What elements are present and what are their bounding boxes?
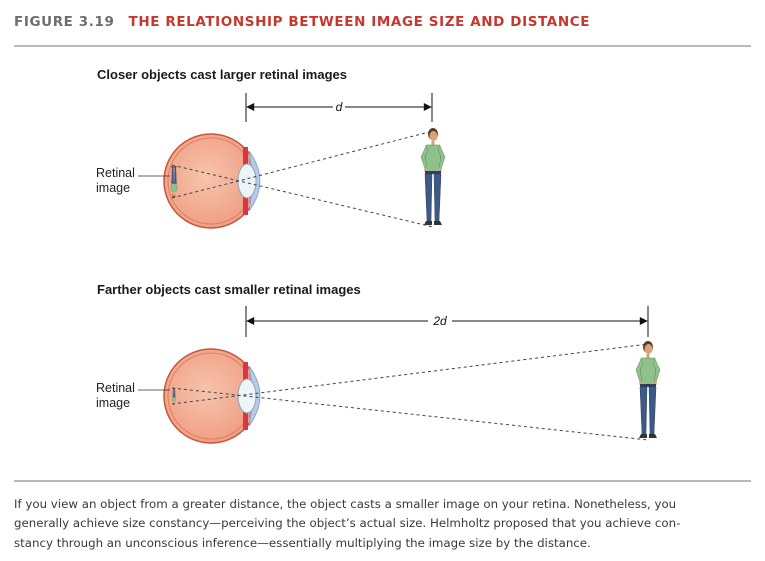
panel-2-person bbox=[635, 340, 661, 439]
panel-2-title: Farther objects cast smaller retinal ima… bbox=[97, 282, 361, 297]
panel-2-sightline-bottom bbox=[171, 387, 649, 441]
panel-1-title: Closer objects cast larger retinal image… bbox=[97, 67, 347, 82]
panel-1-person bbox=[420, 127, 446, 226]
panel-2-distance-label: 2d bbox=[432, 314, 447, 328]
panel-1-sightline-bottom bbox=[171, 164, 434, 228]
caption-line-1: If you view an object from a greater dis… bbox=[14, 497, 677, 511]
panel-1-sightline-top bbox=[171, 130, 434, 199]
retinal-label-line-2: image bbox=[96, 396, 131, 410]
panel-1-retinal-label: Retinal image bbox=[96, 166, 135, 196]
panel-2-sightline-top bbox=[171, 343, 649, 405]
retinal-label-line-2: image bbox=[96, 181, 131, 195]
figure-number: FIGURE 3.19 bbox=[14, 14, 115, 30]
bottom-rule bbox=[14, 480, 751, 482]
figure-header: FIGURE 3.19 THE RELATIONSHIP BETWEEN IMAG… bbox=[14, 14, 590, 30]
caption-line-3: stancy through an unconscious inference—… bbox=[14, 535, 591, 550]
panel-1-distance-label: d bbox=[336, 100, 343, 114]
retinal-label-line-1: Retinal bbox=[96, 381, 135, 395]
top-rule bbox=[14, 45, 751, 47]
panel-1-eye bbox=[163, 133, 261, 229]
caption-line-2: generally achieve size constancy—perceiv… bbox=[14, 516, 681, 531]
retinal-label-line-1: Retinal bbox=[96, 166, 135, 180]
figure-title: THE RELATIONSHIP BETWEEN IMAGE SIZE AND … bbox=[128, 14, 591, 30]
figure-caption: If you view an object from a greater dis… bbox=[14, 495, 752, 553]
panel-2-retinal-label: Retinal image bbox=[96, 381, 135, 411]
